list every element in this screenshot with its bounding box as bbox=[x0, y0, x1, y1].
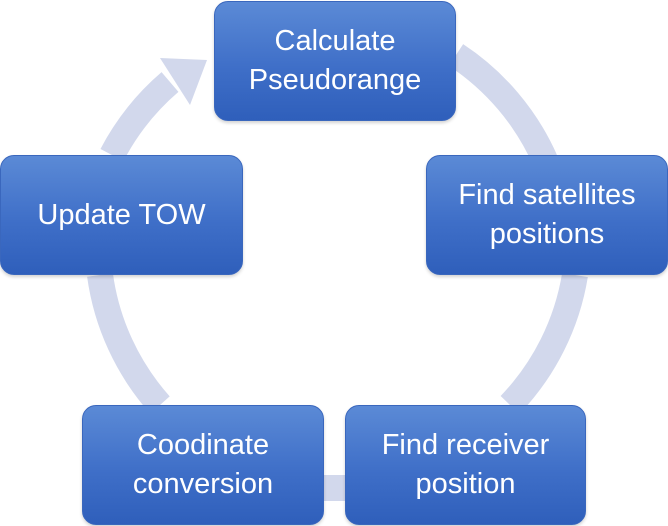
step-label: Find receiver position bbox=[381, 429, 550, 500]
step-calculate-pseudorange: Calculate Pseudorange bbox=[214, 1, 456, 121]
step-label: Coodinate conversion bbox=[132, 429, 274, 500]
step-label: Update TOW bbox=[37, 198, 206, 231]
step-label: Find satellites positions bbox=[458, 179, 636, 250]
step-find-receiver-position: Find receiver position bbox=[345, 405, 586, 525]
step-coordinate-conversion: Coodinate conversion bbox=[82, 405, 324, 525]
step-find-satellites-positions: Find satellites positions bbox=[426, 155, 668, 275]
arc-arrowhead bbox=[160, 58, 207, 105]
step-update-tow: Update TOW bbox=[0, 155, 243, 275]
step-label: Calculate Pseudorange bbox=[248, 25, 422, 96]
arc-segment-left bbox=[87, 273, 170, 414]
arc-segment-top-left bbox=[100, 72, 179, 162]
arc-segment-top-right bbox=[448, 44, 557, 166]
arc-segment-right bbox=[500, 272, 588, 414]
